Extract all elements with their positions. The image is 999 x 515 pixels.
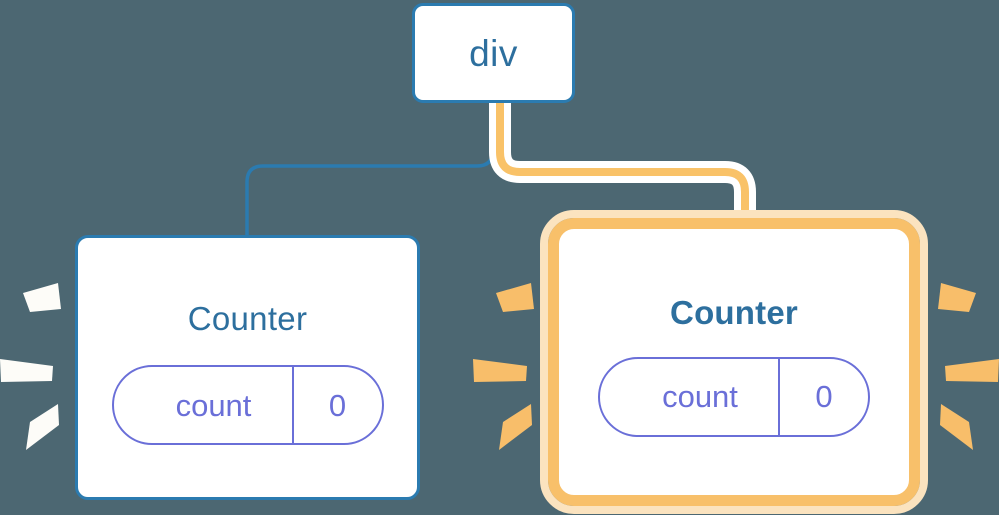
state-pill-counter-left[interactable]: count 0 (111, 365, 384, 445)
sparkle-icon (499, 404, 532, 450)
node-div[interactable]: div (412, 3, 575, 103)
sparkle-icon (473, 359, 527, 382)
sparkle-icon (938, 283, 976, 312)
node-counter-left[interactable]: Counter count 0 (75, 235, 420, 500)
node-counter-right-label: Counter (670, 293, 798, 331)
sparkle-icon (23, 283, 61, 312)
state-value: 0 (778, 358, 868, 435)
sparkle-group-right-outer (938, 283, 999, 450)
node-counter-right[interactable]: Counter count 0 (540, 210, 928, 514)
edge-div-to-counter-right (496, 99, 749, 232)
sparkle-group-left-outer (0, 283, 61, 450)
sparkle-icon (0, 359, 53, 382)
sparkle-icon (940, 404, 973, 450)
sparkle-icon (496, 283, 534, 312)
sparkle-icon (26, 404, 59, 450)
state-pill-counter-right[interactable]: count 0 (598, 356, 870, 437)
node-counter-left-label: Counter (187, 300, 308, 337)
state-key: count (662, 379, 738, 414)
sparkle-icon (945, 359, 999, 382)
state-value: 0 (291, 367, 382, 443)
state-key: count (175, 387, 252, 423)
node-div-label: div (469, 32, 518, 74)
sparkle-group-center (473, 283, 534, 450)
